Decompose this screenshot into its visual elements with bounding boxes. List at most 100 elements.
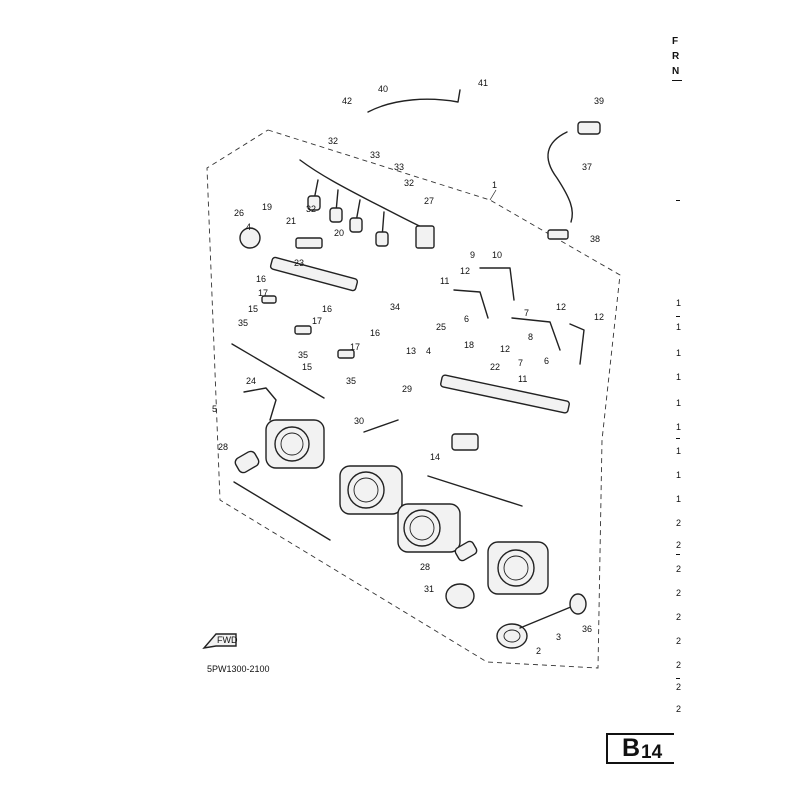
callout-label: 23 xyxy=(294,258,304,268)
right-column-ref: 2 xyxy=(676,660,682,670)
hose-part-40 xyxy=(367,89,461,113)
callout-label: 34 xyxy=(390,302,400,312)
callout-label: 5 xyxy=(212,404,217,414)
callout-label: 27 xyxy=(424,196,434,206)
callout-label: 14 xyxy=(430,452,440,462)
throttle-body-1 xyxy=(265,419,325,469)
callout-label: 18 xyxy=(464,340,474,350)
callout-label: 17 xyxy=(258,288,268,298)
callout-label: 40 xyxy=(378,84,388,94)
right-column-ref: 1 xyxy=(676,322,682,332)
callout-label: 12 xyxy=(594,312,604,322)
callout-label: 17 xyxy=(312,316,322,326)
pipe-part-3 xyxy=(519,603,579,629)
right-column-dash xyxy=(676,316,680,317)
callout-label: 28 xyxy=(218,442,228,452)
right-column-ref: 2 xyxy=(676,564,682,574)
callout-label: 7 xyxy=(518,358,523,368)
page-badge-letter: B xyxy=(622,734,641,762)
callout-label: 20 xyxy=(334,228,344,238)
svg-text:FWD: FWD xyxy=(217,635,238,645)
callout-label: 16 xyxy=(256,274,266,284)
boot-part-28 xyxy=(234,450,260,474)
clamp-part-39 xyxy=(577,121,601,135)
callout-label: 33 xyxy=(394,162,404,172)
callout-label: 33 xyxy=(370,150,380,160)
hose-part-37 xyxy=(547,131,574,223)
callout-label: 12 xyxy=(556,302,566,312)
side-header-letter: F xyxy=(672,36,679,47)
callout-label: 11 xyxy=(440,276,449,286)
callout-label: 41 xyxy=(478,78,488,88)
callout-label: 42 xyxy=(342,96,352,106)
callout-label: 26 xyxy=(234,208,244,218)
callout-label: 35 xyxy=(346,376,356,386)
side-header-rule xyxy=(672,80,682,81)
callout-label: 29 xyxy=(402,384,412,394)
throttle-body-4 xyxy=(487,541,549,595)
right-column-ref: 1 xyxy=(676,422,682,432)
right-column-ref: 1 xyxy=(676,372,682,382)
right-column-dash xyxy=(676,554,680,555)
right-column-ref: 2 xyxy=(676,682,682,692)
right-column-ref: 1 xyxy=(676,348,682,358)
callout-label: 2 xyxy=(536,646,541,656)
right-column-ref: 2 xyxy=(676,704,682,714)
callout-label: 35 xyxy=(238,318,248,328)
fuel-rail-right-part-11 xyxy=(440,374,570,414)
ring-part-2 xyxy=(496,623,528,649)
right-column-dash xyxy=(676,438,680,439)
callout-label: 35 xyxy=(298,350,308,360)
callout-label: 9 xyxy=(470,250,475,260)
callout-label: 24 xyxy=(246,376,256,386)
callout-label: 4 xyxy=(426,346,431,356)
callout-label: 32 xyxy=(328,136,338,146)
callout-label: 10 xyxy=(492,250,502,260)
callout-label: 13 xyxy=(406,346,416,356)
right-column-ref: 2 xyxy=(676,518,682,528)
callout-label: 12 xyxy=(500,344,510,354)
right-column-ref: 1 xyxy=(676,470,682,480)
side-header-letter: N xyxy=(672,66,680,77)
assembly-boundary-outline xyxy=(206,129,621,669)
callout-label: 28 xyxy=(420,562,430,572)
callout-label: 4 xyxy=(246,222,251,232)
callout-label: 19 xyxy=(262,202,272,212)
diagram-reference-code: 5PW1300-2100 xyxy=(207,664,270,674)
callout-label: 3 xyxy=(556,632,561,642)
side-header-letter: R xyxy=(672,51,680,62)
callout-label: 22 xyxy=(490,362,500,372)
page-badge-number: 14 xyxy=(641,742,663,763)
callout-label: 32 xyxy=(404,178,414,188)
callout-label: 7 xyxy=(524,308,529,318)
right-column-dash xyxy=(676,200,680,201)
callout-label: 16 xyxy=(322,304,332,314)
bracket-part-38 xyxy=(547,229,569,240)
callout-label: 6 xyxy=(544,356,549,366)
page-badge: B 14 xyxy=(606,733,674,764)
callout-label: 31 xyxy=(424,584,434,594)
callout-label: 15 xyxy=(248,304,258,314)
throttle-body-3 xyxy=(397,503,461,553)
right-column-ref: 1 xyxy=(676,398,682,408)
right-column-ref: 2 xyxy=(676,636,682,646)
right-column-ref: 2 xyxy=(676,588,682,598)
callout-label: 21 xyxy=(286,216,296,226)
callout-label: 11 xyxy=(518,374,527,384)
right-column-ref: 1 xyxy=(676,494,682,504)
sensor-part-26 xyxy=(239,227,261,249)
callout-label: 16 xyxy=(370,328,380,338)
callout-label: 32 xyxy=(306,204,316,214)
right-column-ref: 2 xyxy=(676,612,682,622)
callout-label: 8 xyxy=(528,332,533,342)
callout-label: 30 xyxy=(354,416,364,426)
callout-label: 12 xyxy=(460,266,470,276)
callout-label: 17 xyxy=(350,342,360,352)
callout-label: 6 xyxy=(464,314,469,324)
fwd-arrow-icon: FWD xyxy=(202,633,238,650)
callout-label: 36 xyxy=(582,624,592,634)
right-column-ref: 1 xyxy=(676,298,682,308)
